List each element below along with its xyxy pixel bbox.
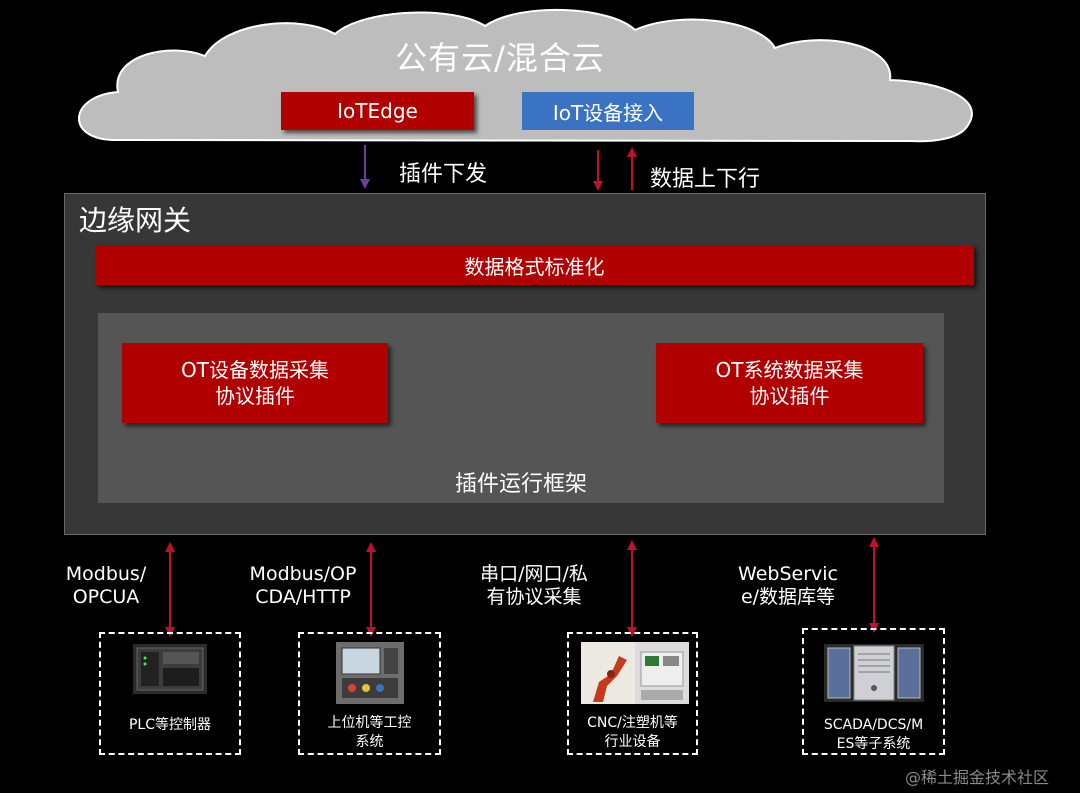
iotedge-box: IoTEdge <box>281 92 474 130</box>
protocol-label-3: 串口/网口/私 有协议采集 <box>472 563 596 609</box>
edge-gateway-title: 边缘网关 <box>79 204 192 237</box>
cnc-robot-icon <box>581 642 689 704</box>
device-industrial-pc-line2: 系统 <box>355 734 384 750</box>
ot-device-plugin-line2: 协议插件 <box>215 384 295 408</box>
plugin-dispatch-label: 插件下发 <box>399 162 488 187</box>
protocol-1-line2: OPCUA <box>72 586 140 608</box>
protocol-4-line1: WebServic <box>738 563 838 585</box>
protocol-3-line2: 有协议采集 <box>486 586 582 608</box>
protocol-4-line2: e/数据库等 <box>740 586 836 608</box>
plc-icon <box>133 644 207 694</box>
data-normalize-bar: 数据格式标准化 <box>95 245 974 285</box>
device-box-cnc: CNC/注塑机等 行业设备 <box>567 632 698 755</box>
device-cnc-line1: CNC/注塑机等 <box>587 715 678 731</box>
ot-system-plugin-line2: 协议插件 <box>749 384 830 408</box>
device-cnc-line2: 行业设备 <box>604 734 661 750</box>
device-box-plc: PLC等控制器 <box>99 632 241 755</box>
plugin-framework-label: 插件运行框架 <box>454 472 587 497</box>
device-scada-line2: ES等子系统 <box>836 736 911 752</box>
cloud-title: 公有云/混合云 <box>395 39 605 77</box>
device-industrial-pc-line1: 上位机等工控 <box>327 715 412 731</box>
ot-system-plugin-line1: OT系统数据采集 <box>715 358 864 382</box>
iot-device-access-box: IoT设备接入 <box>522 92 694 130</box>
protocol-3-line1: 串口/网口/私 <box>480 563 588 585</box>
device-scada-line1: SCADA/DCS/M <box>823 717 924 733</box>
data-updown-label: 数据上下行 <box>650 167 761 192</box>
device-caption-industrial-pc: 上位机等工控 系统 <box>300 714 439 752</box>
protocol-label-1: Modbus/ OPCUA <box>58 563 154 609</box>
protocol-1-line1: Modbus/ <box>65 563 147 585</box>
protocol-label-4: WebServic e/数据库等 <box>732 563 844 609</box>
protocol-2-line2: CDA/HTTP <box>255 586 351 608</box>
industrial-pc-icon <box>336 642 404 704</box>
watermark: @稀土掘金技术社区 <box>905 768 1050 787</box>
protocol-label-2: Modbus/OP CDA/HTTP <box>244 563 362 609</box>
device-box-industrial-pc: 上位机等工控 系统 <box>298 632 441 755</box>
server-icon <box>824 644 924 702</box>
ot-system-plugin-box: OT系统数据采集 协议插件 <box>656 343 923 423</box>
ot-device-plugin-box: OT设备数据采集 协议插件 <box>122 343 388 423</box>
device-caption-cnc: CNC/注塑机等 行业设备 <box>569 714 696 752</box>
device-caption-plc: PLC等控制器 <box>101 716 239 735</box>
ot-device-plugin-line1: OT设备数据采集 <box>181 358 329 382</box>
device-caption-scada: SCADA/DCS/M ES等子系统 <box>804 716 943 754</box>
device-plc-line1: PLC等控制器 <box>128 717 212 733</box>
device-box-scada: SCADA/DCS/M ES等子系统 <box>802 628 945 755</box>
protocol-2-line1: Modbus/OP <box>249 563 357 585</box>
